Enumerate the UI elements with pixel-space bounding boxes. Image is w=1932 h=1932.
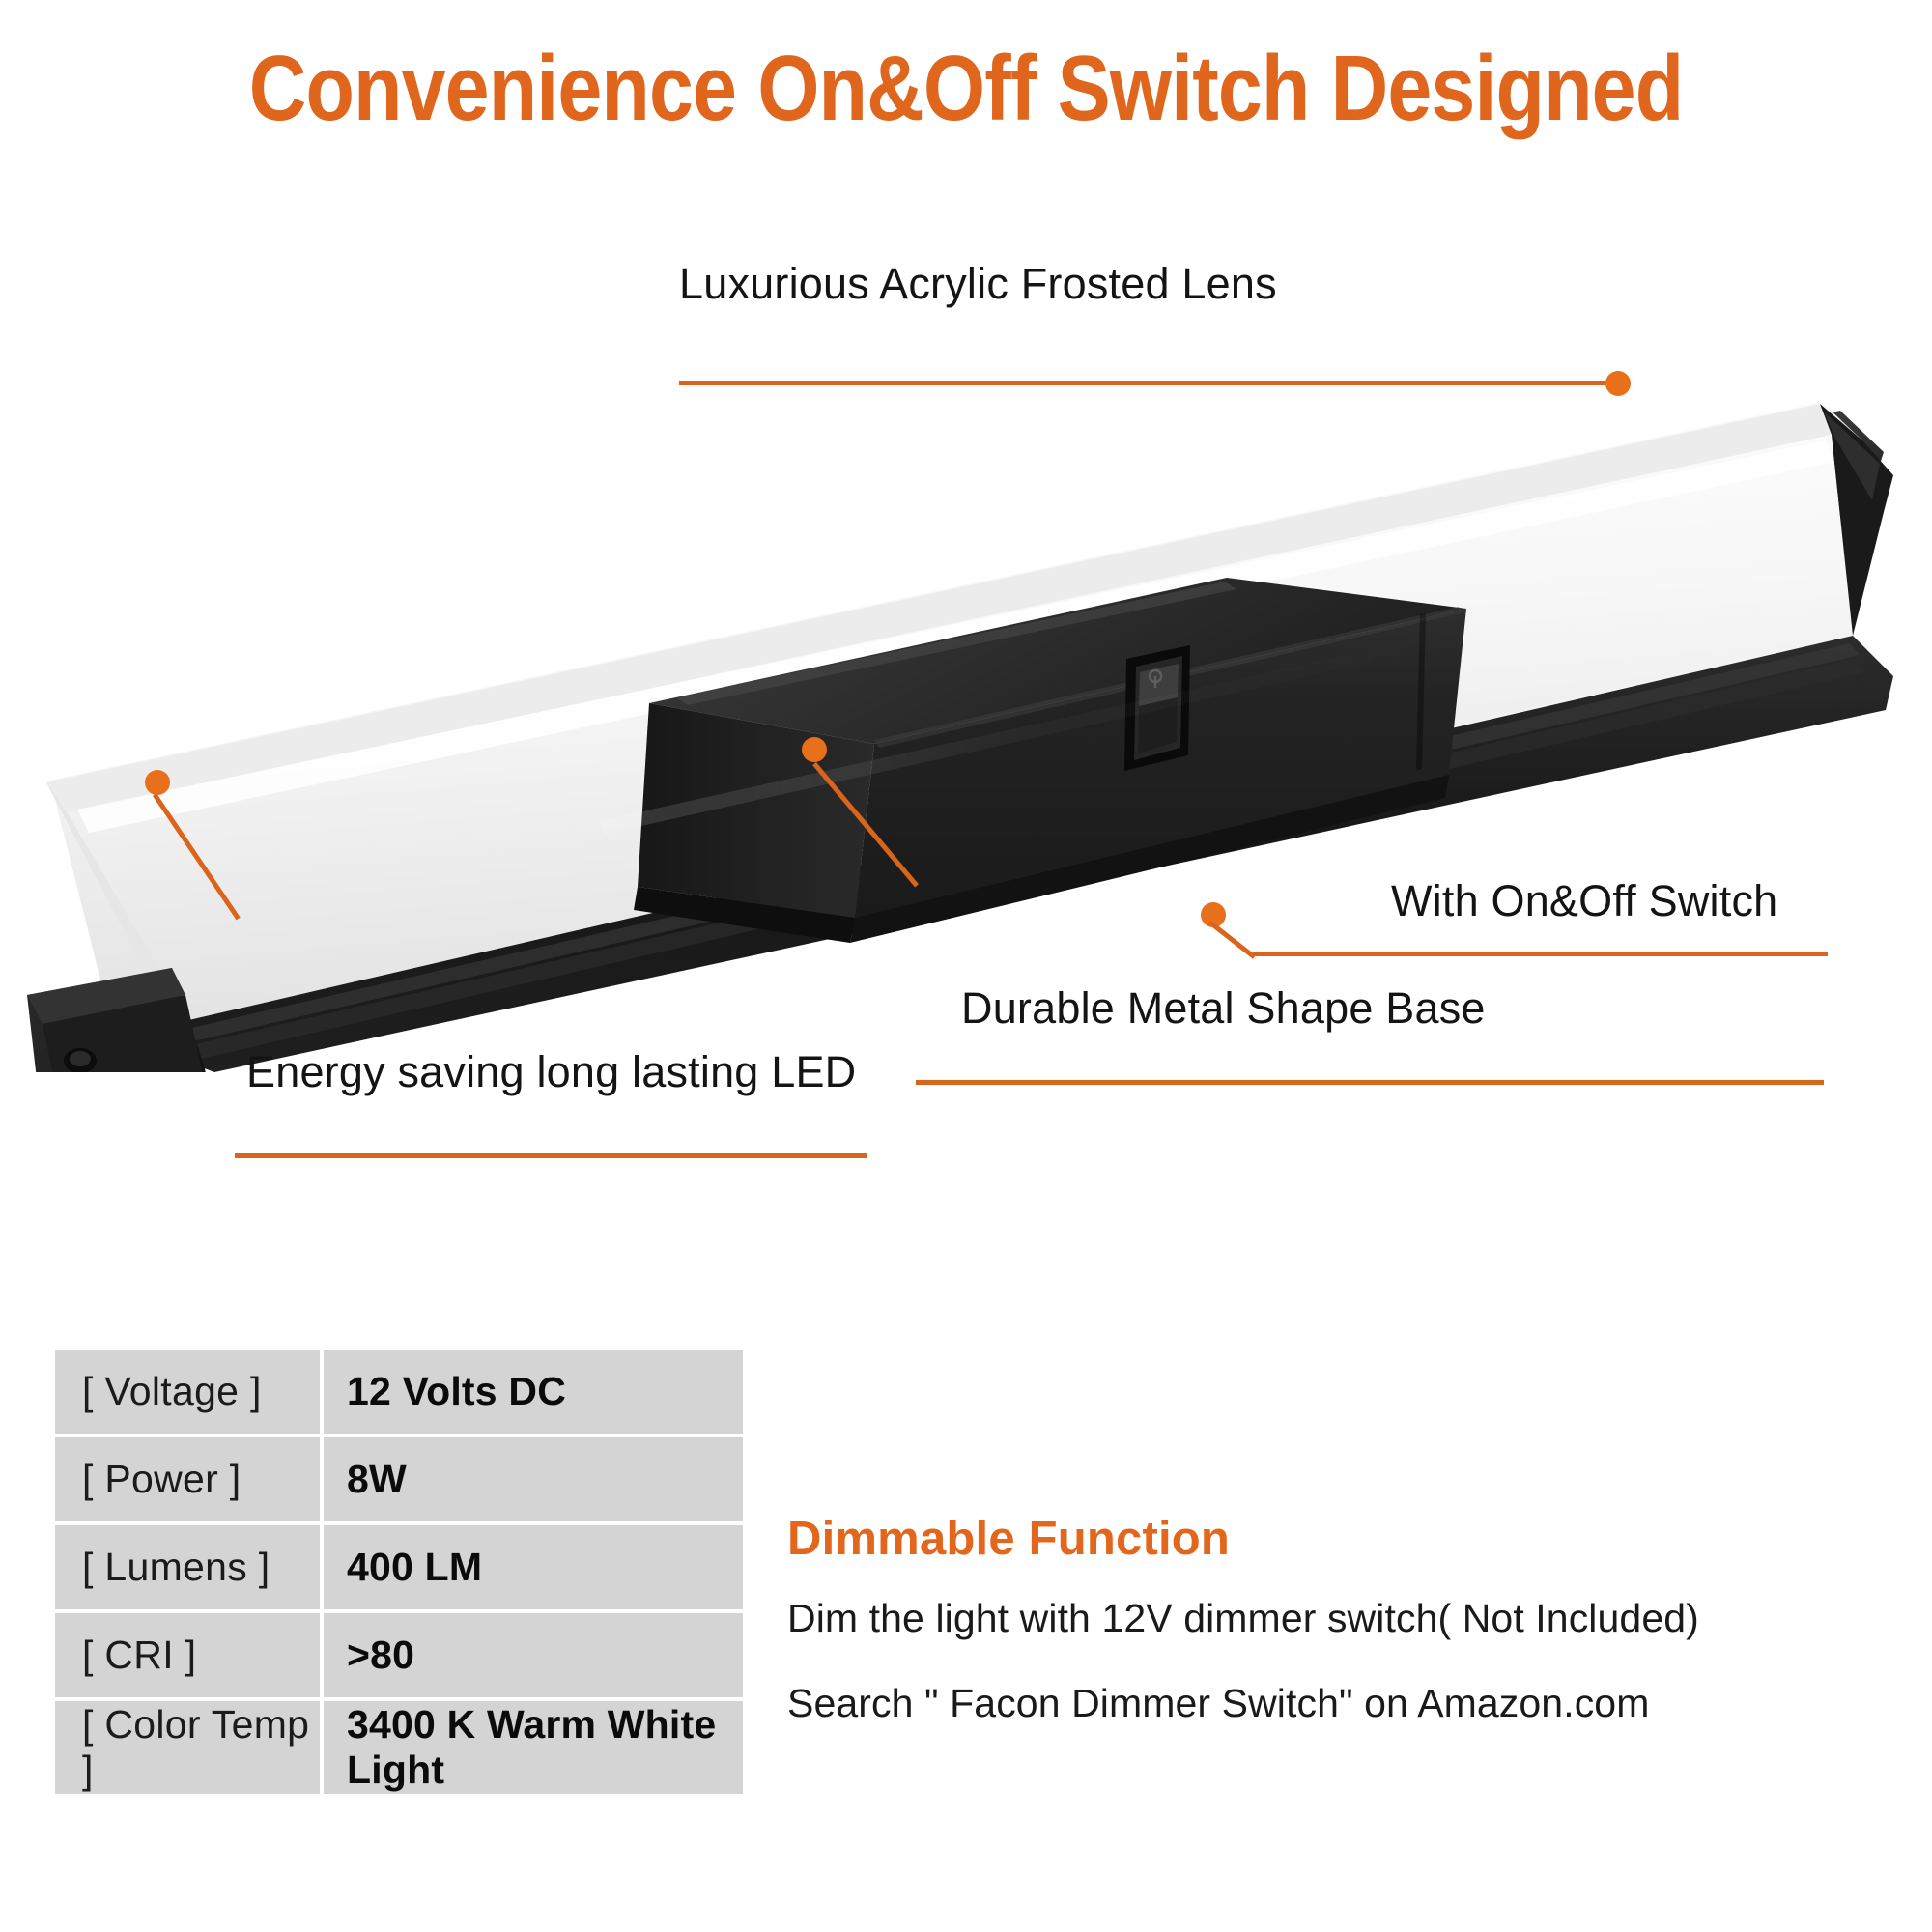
table-row: [ Color Temp ] 3400 K Warm White Light [55,1701,743,1794]
leader-line-led [235,1153,867,1158]
leader-dot-led [145,770,170,795]
table-row: [ Lumens ] 400 LM [55,1525,743,1613]
callout-label-lens: Luxurious Acrylic Frosted Lens [679,259,1277,308]
spec-key: [ Color Temp ] [55,1701,324,1794]
spec-key: [ CRI ] [55,1613,324,1701]
page-title: Convenience On&Off Switch Designed [248,37,1684,140]
spec-value: 8W [324,1437,743,1525]
leader-line-switch [1253,952,1828,956]
left-end-cap [27,968,206,1072]
spec-key: [ Voltage ] [55,1350,324,1437]
leader-line-base [916,1080,1824,1085]
metal-base [634,578,1466,943]
dimmable-heading: Dimmable Function [787,1513,1231,1565]
spec-value: 3400 K Warm White Light [324,1701,743,1794]
leader-dot-lens [1605,371,1631,396]
table-row: [ CRI ] >80 [55,1613,743,1701]
callout-label-led: Energy saving long lasting LED [246,1047,857,1096]
specification-table: [ Voltage ] 12 Volts DC [ Power ] 8W [ L… [55,1350,743,1794]
spec-key: [ Power ] [55,1437,324,1525]
leader-line-lens [679,381,1618,385]
leader-dot-base [802,737,827,762]
product-image [0,222,1932,1072]
table-row: [ Power ] 8W [55,1437,743,1525]
spec-value: 12 Volts DC [324,1350,743,1437]
spec-key: [ Lumens ] [55,1525,324,1613]
spec-value: >80 [324,1613,743,1701]
callout-label-switch: With On&Off Switch [1391,876,1778,925]
callout-label-base: Durable Metal Shape Base [961,983,1486,1033]
dimmable-line-1: Dim the light with 12V dimmer switch( No… [787,1596,1699,1640]
dimmable-line-2: Search " Facon Dimmer Switch" on Amazon.… [787,1681,1650,1725]
spec-value: 400 LM [324,1525,743,1613]
table-row: [ Voltage ] 12 Volts DC [55,1350,743,1437]
